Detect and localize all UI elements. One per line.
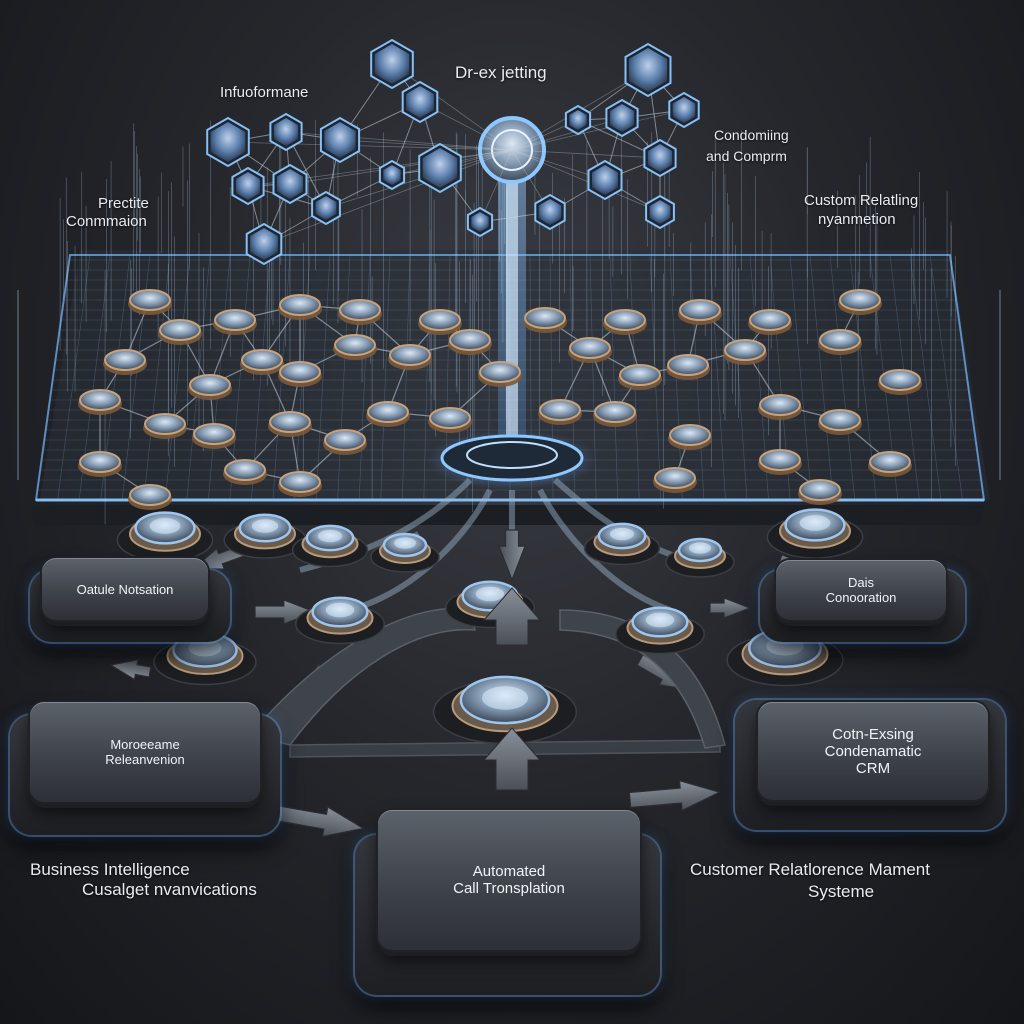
box-outside-notation: Oatule Notsation — [42, 558, 208, 620]
label-right-upper-1: Condomiing — [714, 127, 789, 143]
box-automated-call-transcription: Automated Call Tronsplation — [378, 810, 640, 950]
box-data-cooperation: Dais Conooration — [776, 560, 946, 620]
box-data-cooperation-line1: Dais — [848, 575, 874, 590]
label-right-upper-2: and Comprm — [706, 148, 787, 164]
label-bottom-right-2: Systeme — [808, 882, 874, 902]
box-microframe-line2: Releanvenion — [105, 752, 185, 767]
label-right-mid-2: nyanmetion — [818, 211, 896, 228]
label-top-left: Infuoformane — [220, 84, 308, 101]
box-crm-line1: Cotn-Exsing — [832, 726, 914, 743]
label-top-center: Dr-ex jetting — [455, 63, 547, 83]
label-left-upper-1: Prectite — [98, 195, 149, 212]
label-bottom-right-1: Customer Relatlorence Mament — [690, 860, 930, 880]
box-outside-notation-text: Oatule Notsation — [77, 582, 174, 597]
label-right-mid-1: Custom Relatling — [804, 192, 918, 209]
box-coin-existing-crm: Cotn-Exsing Condenamatic CRM — [758, 702, 988, 800]
box-microframe-relationship: Moroeeame Releanvenion — [30, 702, 260, 802]
box-automated-line1: Automated — [473, 863, 546, 880]
box-data-cooperation-line2: Conooration — [826, 590, 897, 605]
box-microframe-line1: Moroeeame — [110, 737, 179, 752]
box-crm-line3: CRM — [856, 760, 890, 777]
label-bottom-left-2: Cusalget nvanvications — [82, 880, 257, 900]
box-automated-line2: Call Tronsplation — [453, 880, 565, 897]
label-left-upper-2: Conmmaion — [66, 213, 147, 230]
box-crm-line2: Condenamatic — [825, 743, 922, 760]
label-bottom-left-1: Business Intelligence — [30, 860, 190, 880]
